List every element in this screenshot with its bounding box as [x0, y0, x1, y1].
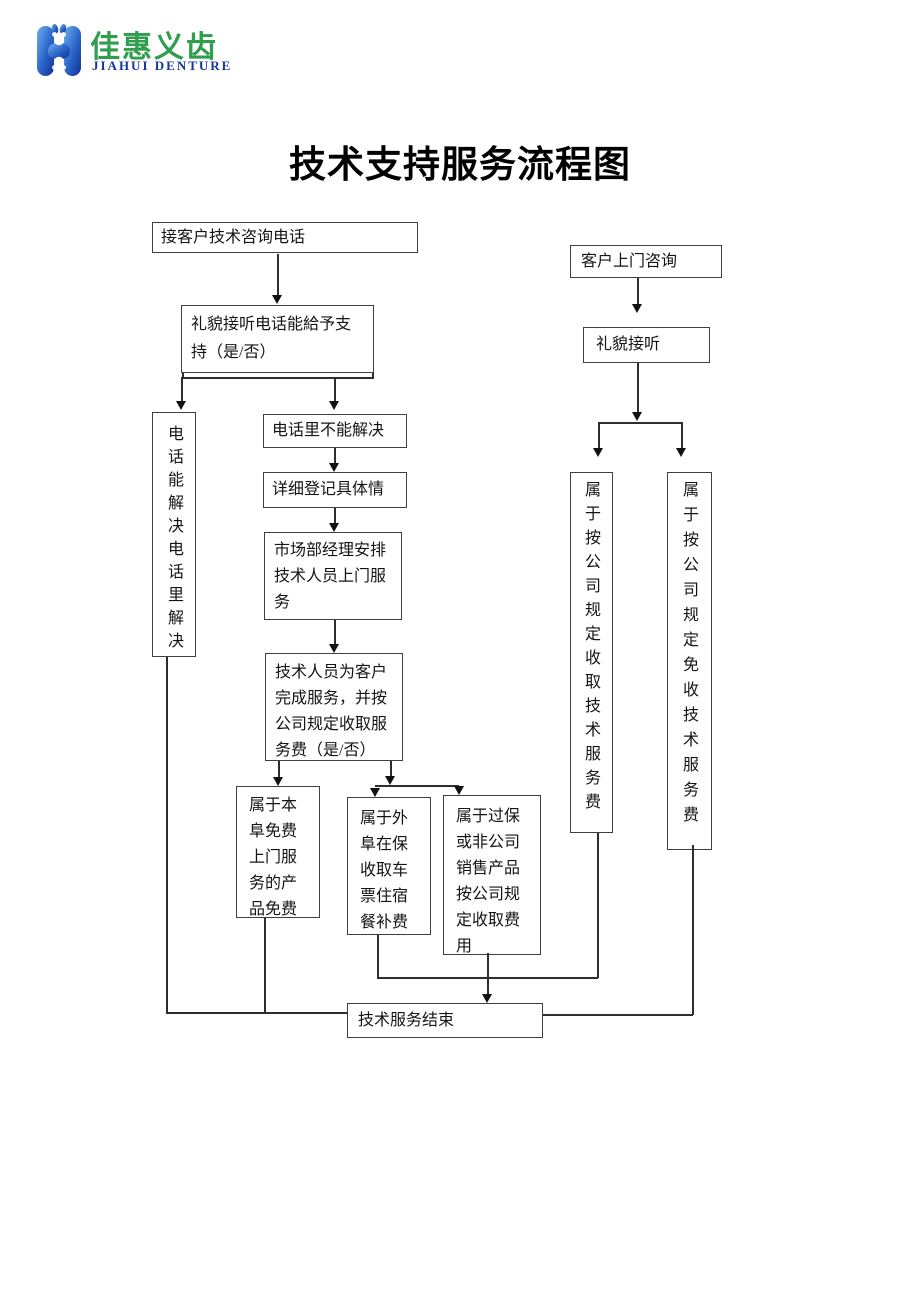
arrowhead-down-icon	[176, 401, 186, 410]
connector-answer-split-bar	[181, 377, 374, 379]
connector-politereceive-down	[637, 363, 639, 412]
flow-node-service-end: 技术服务结束	[347, 1003, 543, 1038]
connector-manager-to-techcomplete	[334, 620, 336, 644]
connector-waivefee-down	[692, 845, 694, 1015]
arrowhead-down-icon	[272, 295, 282, 304]
flow-node-customer-visit: 客户上门咨询	[570, 245, 722, 278]
arrowhead-down-icon	[632, 412, 642, 421]
jiahui-h-logo-icon	[37, 24, 81, 76]
connector-answer-split-right-stub	[372, 373, 374, 377]
brand-name-chinese: 佳惠义齿	[90, 31, 218, 64]
arrowhead-down-icon	[329, 644, 339, 653]
flow-node-phone-can-solve: 电话能解决电话里解决	[152, 412, 196, 657]
connector-phonesolve-to-end-vertical	[166, 657, 168, 1013]
brand-name-english: JIAHUI DENTURE	[92, 58, 233, 73]
connector-localfree-to-end	[264, 918, 266, 1013]
connector-visit-to-politereceive	[637, 278, 639, 304]
connector-register-to-manager	[334, 508, 336, 523]
flow-node-charge-tech-fee: 属于按公司规定收取技术服务费	[570, 472, 613, 833]
flow-node-polite-answer-support: 礼貌接听电话能給予支持（是/否）	[181, 305, 374, 373]
arrowhead-down-icon	[329, 463, 339, 472]
connector-waivefee-to-end	[543, 1014, 693, 1016]
connector-expired-to-end	[487, 953, 489, 994]
page-title: 技术支持服务流程图	[289, 145, 631, 186]
connector-answer-split-left-stub	[182, 373, 184, 377]
connector-split-to-chargefee	[598, 422, 600, 448]
connector-split-to-waivefee	[681, 422, 683, 448]
connector-rightsplit-bar	[598, 422, 681, 424]
flow-node-manager-arrange: 市场部经理安排技术人员上门服务	[264, 532, 402, 620]
flow-node-local-free-service: 属于本阜免费上门服务的产品免费	[236, 786, 320, 918]
arrowhead-down-icon	[329, 401, 339, 410]
company-logo: 佳惠义齿 JIAHUI DENTURE	[36, 20, 256, 84]
flow-node-register-details: 详细登记具体情	[263, 472, 407, 508]
flow-node-receive-call: 接客户技术咨询电话	[152, 222, 418, 253]
arrowhead-down-icon	[593, 448, 603, 457]
flow-node-phone-cannot-solve: 电话里不能解决	[263, 414, 407, 448]
arrowhead-down-icon	[273, 777, 283, 786]
connector-split-to-phonesolve	[181, 377, 183, 401]
connector-phonesolve-to-end-horizontal	[166, 1012, 347, 1014]
arrowhead-down-icon	[632, 304, 642, 313]
connector-outfield-down	[377, 935, 379, 978]
connector-tech-to-localfree	[278, 761, 280, 777]
connector-feesplit-bar	[375, 785, 459, 787]
connector-chargefee-to-merge	[597, 833, 599, 978]
arrowhead-down-icon	[676, 448, 686, 457]
flow-node-tech-complete-service: 技术人员为客户完成服务，并按公司规定收取服务费（是/否）	[265, 653, 403, 761]
arrowhead-down-icon	[329, 523, 339, 532]
arrowhead-down-icon	[454, 786, 464, 795]
arrowhead-down-icon	[482, 994, 492, 1003]
flow-node-polite-receive: 礼貌接听	[583, 327, 710, 363]
arrowhead-down-icon	[370, 788, 380, 797]
connector-notsolve-to-register	[334, 448, 336, 463]
connector-tech-to-feesplit	[390, 761, 392, 776]
flow-node-waive-tech-fee: 属于按公司规定免收技术服务费	[667, 472, 712, 850]
connector-receivecall-to-answer	[277, 254, 279, 295]
flow-node-outfield-expenses: 属于外阜在保收取车票住宿餐补费	[347, 797, 431, 935]
arrowhead-down-icon	[385, 776, 395, 785]
flow-node-expired-or-nonsale: 属于过保或非公司销售产品按公司规定收取费用	[443, 795, 541, 955]
connector-split-to-notsolve	[334, 377, 336, 401]
